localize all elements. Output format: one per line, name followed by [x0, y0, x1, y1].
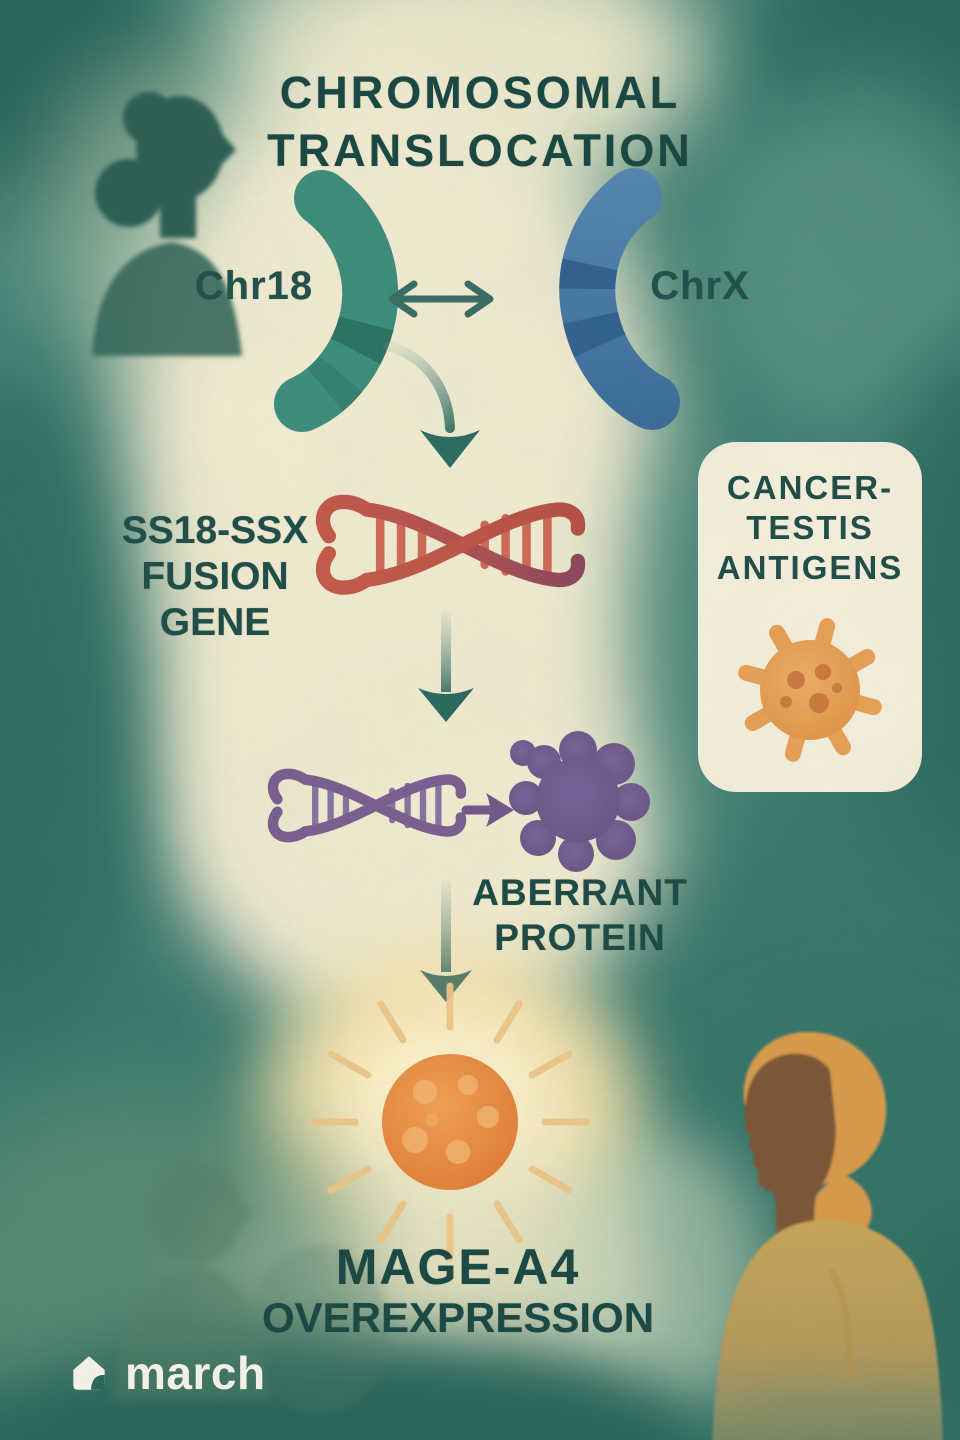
cancer-testis-antigens-card: CANCER- TESTIS ANTIGENS: [698, 442, 922, 792]
fusion-gene-line2: FUSION: [141, 555, 289, 598]
title-line1: CHROMOSOMAL: [279, 67, 681, 118]
chrx-label: ChrX: [650, 264, 750, 308]
aberrant-protein-line2: PROTEIN: [494, 917, 666, 958]
antigen-card-label: CANCER- TESTIS ANTIGENS: [698, 468, 922, 588]
aberrant-protein-line1: ABERRANT: [472, 872, 688, 913]
brand-name: march: [125, 1347, 266, 1399]
antigen-card-line2: TESTIS: [746, 509, 874, 546]
house-icon: [73, 1356, 105, 1390]
title-line2: TRANSLOCATION: [267, 125, 693, 176]
fusion-gene-label: SS18-SSX FUSION GENE: [103, 508, 327, 646]
fusion-gene-line1: SS18-SSX: [121, 509, 309, 552]
mage-a4-label: MAGE-A4: [335, 1239, 581, 1295]
antigen-card-line3: ANTIGENS: [716, 549, 904, 586]
brand-logo: march: [66, 1346, 266, 1400]
overexpression-label: OVEREXPRESSION: [261, 1294, 655, 1341]
fusion-gene-line3: GENE: [159, 601, 271, 644]
chr18-label: Chr18: [194, 264, 314, 308]
antigen-card-line1: CANCER-: [726, 469, 894, 506]
page-title: CHROMOSOMAL TRANSLOCATION: [0, 64, 960, 180]
aberrant-protein-label: ABERRANT PROTEIN: [452, 870, 708, 960]
